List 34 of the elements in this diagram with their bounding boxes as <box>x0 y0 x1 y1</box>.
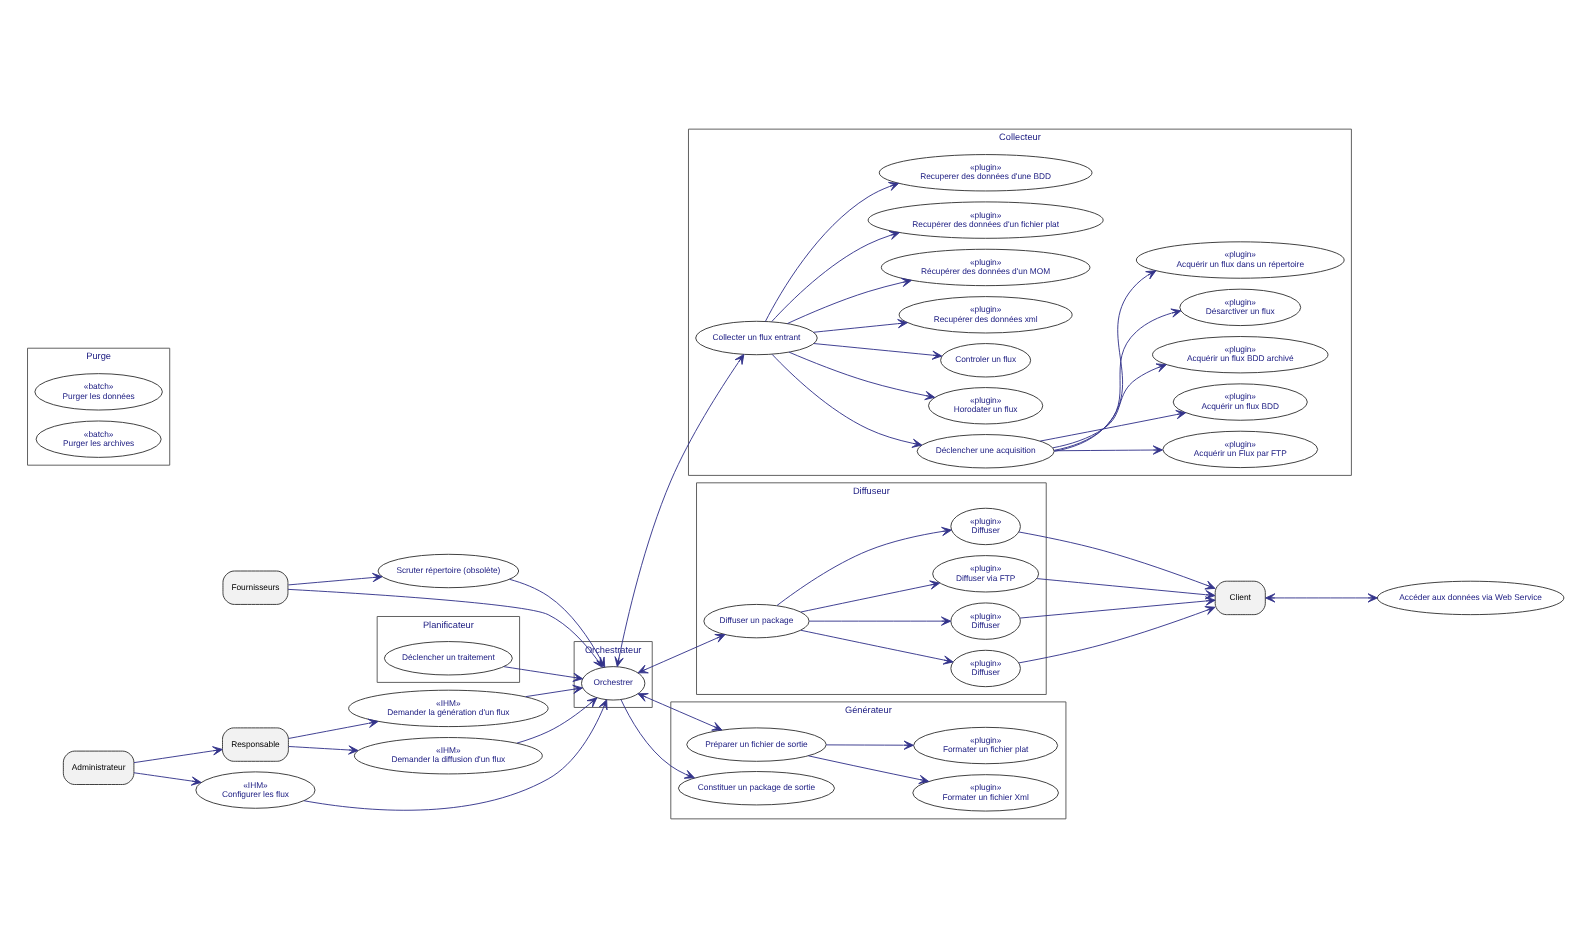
arrow <box>288 744 359 754</box>
arrow <box>287 571 383 585</box>
arrow <box>807 754 930 784</box>
arrow <box>1053 307 1182 450</box>
arrow <box>808 615 952 625</box>
arrow <box>813 318 908 332</box>
arrow <box>1052 362 1167 448</box>
arrow <box>1018 605 1216 663</box>
arrow <box>133 745 223 763</box>
arrow <box>764 180 900 321</box>
arrow <box>133 771 202 785</box>
arrow <box>800 579 941 612</box>
arrow <box>771 229 900 322</box>
arrow <box>1018 530 1216 589</box>
arrow <box>1265 592 1378 602</box>
arrow <box>813 342 943 359</box>
arrow <box>800 628 954 664</box>
arrow <box>637 633 726 673</box>
arrow <box>1019 595 1216 618</box>
arrow <box>776 525 952 605</box>
arrow <box>771 352 923 447</box>
arrow <box>1036 577 1216 599</box>
arrow <box>620 698 695 778</box>
arrow <box>288 717 379 738</box>
arrow <box>503 665 584 681</box>
arrow <box>614 352 745 667</box>
arrow <box>637 692 723 730</box>
arrow <box>525 683 583 697</box>
arrow <box>1039 409 1187 441</box>
arrow <box>788 350 936 400</box>
arrow <box>786 276 912 324</box>
arrow <box>825 739 914 749</box>
arrow <box>1053 269 1157 451</box>
arrow <box>303 698 608 810</box>
